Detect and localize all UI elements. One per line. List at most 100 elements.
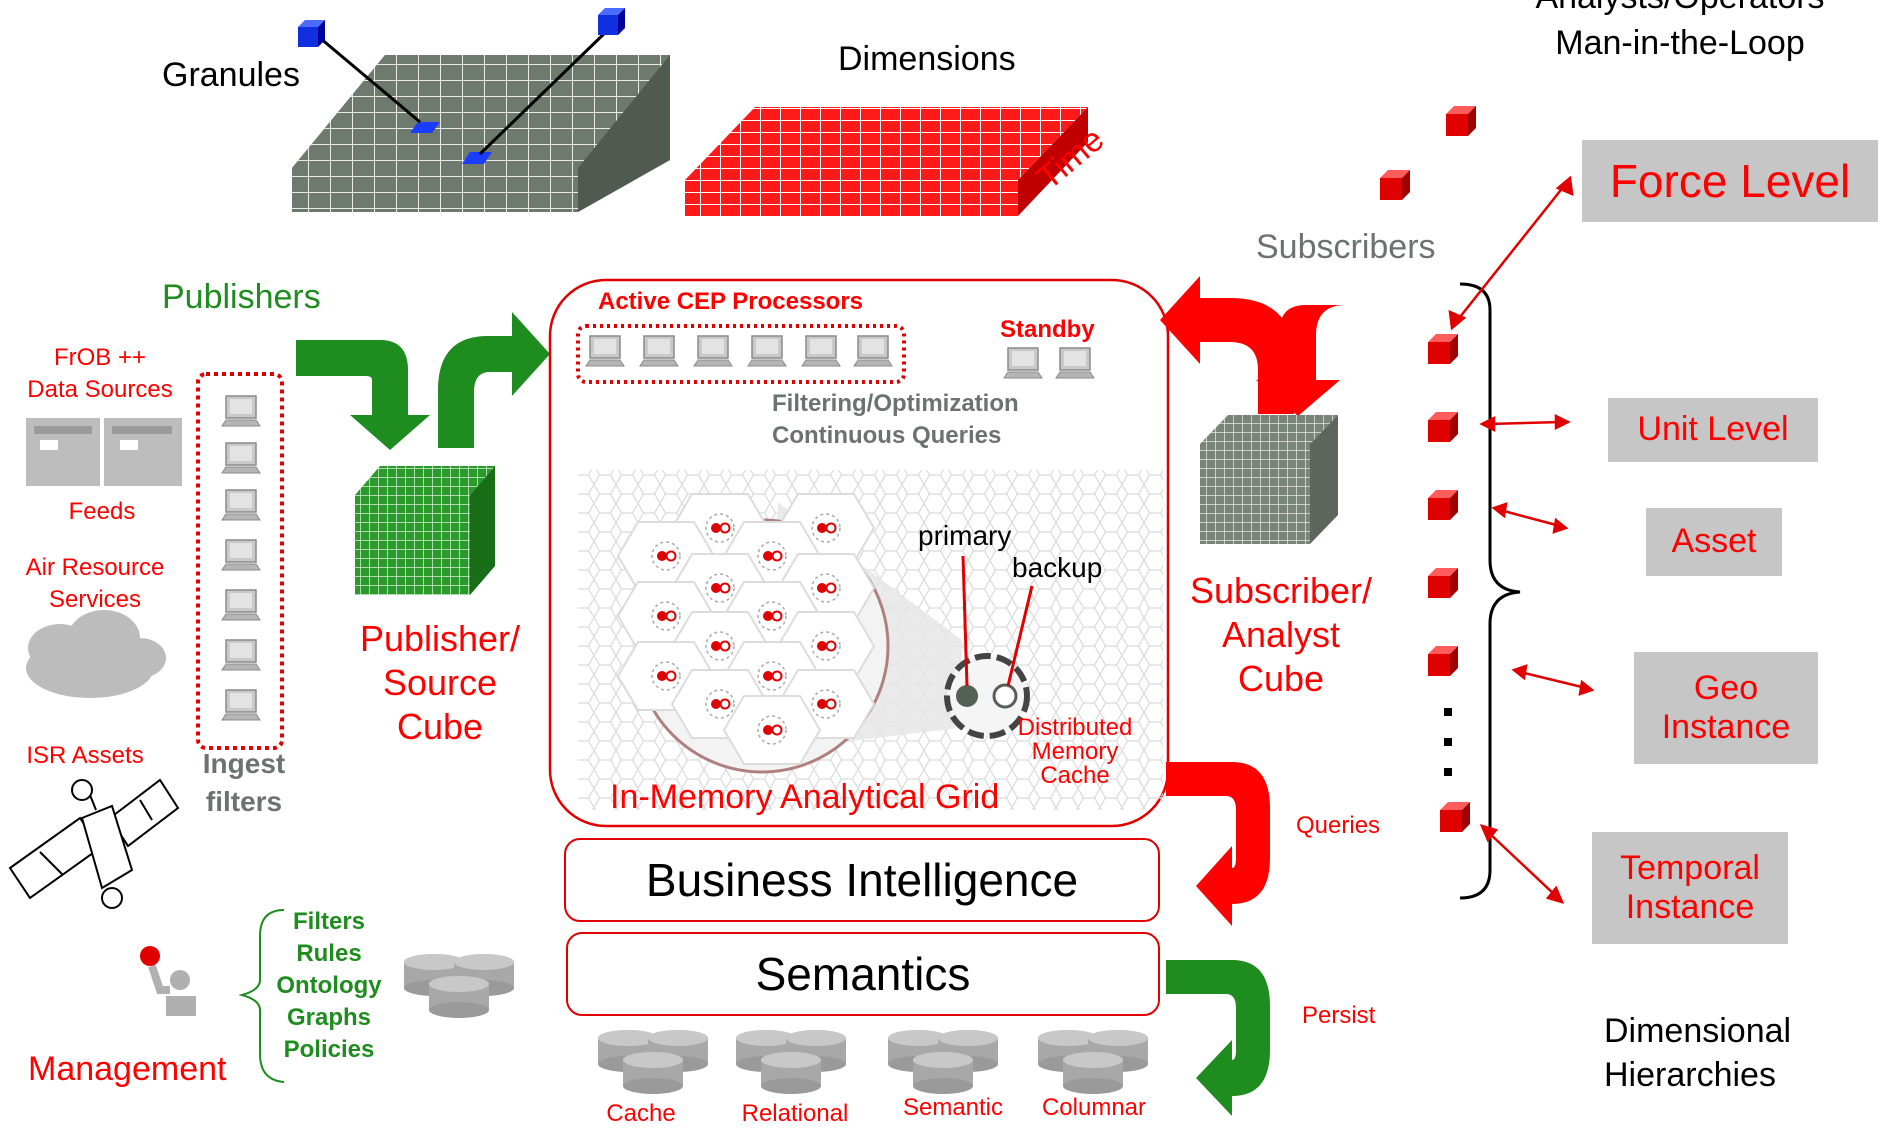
management-items: Filters Rules Ontology Graphs Policies	[264, 906, 394, 1066]
man-in-loop-label: Man-in-the-Loop	[1555, 24, 1805, 62]
computer-icon	[853, 335, 893, 367]
columnar-db-icon	[1038, 1030, 1148, 1094]
cache-db-icon	[598, 1030, 708, 1094]
queries-arrow	[1166, 762, 1270, 926]
subscriber-feedback-arrow	[1160, 276, 1294, 414]
storage-cache-label: Cache	[606, 1100, 676, 1127]
services-label: Services	[48, 586, 142, 613]
computer-icon	[221, 539, 261, 571]
continuous-queries-label: Continuous Queries	[772, 422, 1002, 449]
granules-label: Granules	[162, 56, 300, 94]
subscriber-request-arrow	[1256, 305, 1380, 416]
data-sources-label: Data Sources	[27, 376, 173, 403]
temporal-line1: Temporal	[1620, 848, 1760, 887]
dimensional-label: Dimensional	[1604, 1012, 1792, 1050]
feeds-label: Feeds	[68, 498, 136, 525]
subscriber-cube-icon	[1428, 412, 1458, 442]
hierarchy-arrows	[1448, 175, 1595, 904]
geo-line2: Instance	[1661, 708, 1791, 746]
relational-db-icon	[736, 1030, 846, 1094]
isr-assets-label: ISR Assets	[26, 742, 144, 769]
subscriber-cube-line3: Cube	[1237, 658, 1325, 699]
dimensions-grid	[685, 107, 1088, 216]
granule-cube-icon	[598, 8, 625, 35]
queries-label: Queries	[1296, 812, 1381, 839]
storage-relational-label: Relational	[741, 1100, 849, 1127]
granule-cube-icon	[298, 20, 325, 47]
computer-icon	[221, 589, 261, 621]
computer-icon	[221, 689, 261, 721]
management-label: Management	[28, 1050, 227, 1088]
publisher-cube-line2: Source	[382, 662, 498, 703]
publisher-cube-line1: Publisher/	[359, 618, 521, 659]
frob-label: FrOB ++	[53, 344, 147, 371]
memory-label: Memory	[1031, 738, 1119, 765]
persist-label: Persist	[1302, 1002, 1376, 1029]
ingest-label: Ingest	[202, 748, 286, 779]
publisher-cube	[355, 466, 495, 595]
computer-icon	[801, 335, 841, 367]
database-icon	[404, 954, 514, 1018]
subscriber-cube-icon	[1428, 490, 1458, 520]
management-item: Policies	[283, 1036, 375, 1063]
subscribers-title: Subscribers	[1256, 228, 1436, 266]
computer-icon	[639, 335, 679, 367]
filtering-label: Filtering/Optimization	[772, 390, 1019, 417]
management-item: Graphs	[286, 1004, 372, 1031]
analysts-label: Analysts/Operators	[1520, 0, 1840, 17]
server-rack-icon	[26, 418, 182, 486]
unit-level-box: Unit Level	[1608, 398, 1818, 462]
storage-columnar-label: Columnar	[1041, 1094, 1147, 1121]
subscriber-cube-line2: Analyst	[1221, 614, 1341, 655]
hierarchies-label: Hierarchies	[1604, 1056, 1776, 1094]
computer-icon	[1003, 347, 1043, 379]
temporal-instance-box: Temporal Instance	[1592, 832, 1788, 944]
persist-arrow	[1166, 960, 1270, 1116]
subscriber-cube-icon	[1428, 334, 1458, 364]
computer-icon	[1055, 347, 1095, 379]
semantics-panel: Semantics	[566, 932, 1160, 1016]
computer-icon	[693, 335, 733, 367]
backup-label: backup	[1012, 552, 1103, 583]
publisher-cube-line3: Cube	[396, 706, 484, 747]
subscriber-cube-icon	[1440, 802, 1470, 832]
computer-icon	[221, 395, 261, 427]
computer-icon	[221, 442, 261, 474]
temporal-line2: Instance	[1625, 888, 1755, 926]
publish-arrow	[296, 340, 430, 450]
geo-instance-box: Geo Instance	[1634, 652, 1818, 764]
management-item: Rules	[296, 940, 362, 967]
subscriber-cube	[1200, 415, 1338, 544]
hierarchy-brace	[1459, 282, 1521, 900]
semantic-db-icon	[888, 1030, 998, 1094]
cache-label: Cache	[1040, 762, 1110, 789]
active-cep-label: Active CEP Processors	[598, 288, 864, 315]
management-item: Filters	[292, 908, 366, 935]
dimensions-label: Dimensions	[838, 40, 1016, 78]
computer-icon	[585, 335, 625, 367]
primary-label: primary	[918, 520, 1012, 551]
asset-box: Asset	[1646, 508, 1782, 576]
satellite-icon	[8, 778, 180, 909]
subscriber-cube-icon	[1380, 170, 1410, 200]
distributed-label: Distributed	[1017, 714, 1133, 741]
filters-label: filters	[205, 786, 283, 817]
geo-line1: Geo	[1693, 668, 1759, 707]
computer-icon	[747, 335, 787, 367]
management-brace	[238, 909, 285, 1083]
air-resource-label: Air Resource	[25, 554, 165, 581]
backup-node	[992, 683, 1018, 709]
granules-grid	[292, 26, 670, 212]
subscriber-cube-icon	[1428, 568, 1458, 598]
subscriber-cube-icon	[1428, 646, 1458, 676]
cloud-icon	[26, 610, 166, 698]
person-icon	[140, 946, 196, 1016]
publishers-title: Publishers	[162, 278, 321, 316]
active-cep-box	[576, 324, 906, 384]
business-intelligence-panel: Business Intelligence	[564, 838, 1160, 922]
subscriber-cube-line1: Subscriber/	[1189, 570, 1373, 611]
subscriber-cube-icon	[1446, 106, 1476, 136]
ingest-filters-box	[196, 372, 284, 750]
ingest-arrow	[438, 312, 550, 448]
